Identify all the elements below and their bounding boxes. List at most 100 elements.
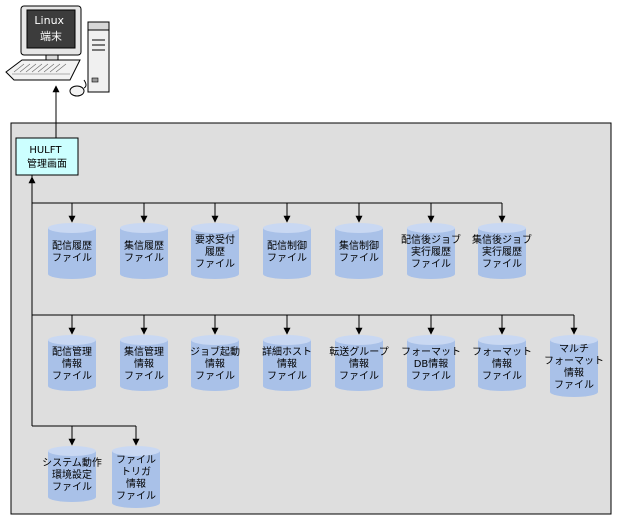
file-label-line: ファイル [52,371,92,382]
file-label-line: DB情報 [414,357,449,370]
cylinder-top [407,223,455,233]
file-cylinder: 詳細ホスト情報ファイル [262,335,312,391]
cylinder-body [407,340,455,391]
file-label-line: ファイル [116,491,156,502]
file-cylinder: ジョブ起動情報ファイル [190,335,240,391]
file-label-line: 配信制御 [267,239,307,252]
file-label: 配信履歴ファイル [52,240,92,264]
cylinder-body [263,228,311,279]
file-cylinder: 集信後ジョブ実行履歴ファイル [472,223,532,279]
cylinder-body [478,340,526,391]
file-label-line: 情報 [564,366,584,379]
file-label-line: フォーマット [472,347,532,358]
file-cylinder: マルチフォーマット情報ファイル [544,335,604,397]
hulft-label-line: 管理画面 [27,157,67,170]
file-label-line: ファイル [411,259,451,270]
cylinder-top [263,223,311,233]
cylinder-top [120,335,168,345]
cylinder-top [478,223,526,233]
file-label: 配信制御ファイル [267,239,307,264]
cylinder-top [48,223,96,233]
file-label-line: 情報 [277,357,297,370]
cylinder-body [478,228,526,279]
file-cylinder: フォーマット情報ファイル [472,335,532,391]
file-label: 集信制御ファイル [339,239,379,264]
hulft-label: HULFT 管理画面 [27,145,67,170]
file-label-line: 情報 [205,357,225,370]
file-label-line: 情報 [492,357,512,370]
file-label: 集信後ジョブ実行履歴ファイル [472,233,532,270]
file-label-line: 実行履歴 [482,245,522,258]
file-label-line: フォーマット [544,356,604,367]
cylinder-body [550,340,598,397]
cylinder-top [263,335,311,345]
file-label: 集信履歴ファイル [124,239,164,264]
file-cylinder: ファイルトリガ情報ファイル [112,446,160,508]
file-label-line: 情報 [62,357,82,370]
file-label-line: ファイル [482,259,522,270]
file-label-line: ファイル [339,253,379,264]
cylinder-body [191,340,239,391]
file-label-line: ファイル [124,371,164,382]
file-label: フォーマット情報ファイル [472,347,532,382]
linux-terminal-icon [5,5,110,97]
cylinder-body [48,340,96,391]
file-label-line: 集信管理 [124,345,164,358]
file-label-line: システム動作 [42,456,102,469]
terminal-label-line: Linux [34,14,64,27]
cylinder-top [191,223,239,233]
file-label-line: 情報 [126,477,146,490]
terminal-label-line: 端末 [40,29,62,43]
cylinder-top [191,335,239,345]
file-label: ファイルトリガ情報ファイル [116,455,156,502]
file-label-line: ファイル [195,259,235,270]
file-label-line: ジョブ起動 [190,345,240,358]
file-label: 集信管理情報ファイル [124,345,164,382]
file-label-line: 配信管理 [52,345,92,358]
file-label-line: 実行履歴 [411,245,451,258]
cylinder-body [120,228,168,279]
file-label-line: 配信後ジョブ [401,233,461,246]
file-label-line: 転送グループ [329,345,388,358]
cylinder-top [48,446,96,456]
file-label-line: ファイル [195,371,235,382]
file-cylinder: 配信履歴ファイル [48,223,96,279]
file-cylinder: 配信後ジョブ実行履歴ファイル [401,223,461,279]
file-label-line: ファイル [411,371,451,382]
cylinder-top [120,223,168,233]
cylinder-top [407,335,455,345]
file-cylinder: システム動作環境設定ファイル [42,446,102,502]
file-cylinder: 集信管理情報ファイル [120,335,168,391]
cylinder-body [263,340,311,391]
file-label-line: 集信後ジョブ [472,233,532,246]
file-label-line: 集信履歴 [124,239,164,252]
server-panel [10,122,612,515]
cylinder-top [550,335,598,345]
file-label-line: 情報 [349,357,369,370]
terminal-label: Linux 端末 [34,14,67,43]
file-label-line: トリガ [121,466,151,478]
file-label: マルチフォーマット情報ファイル [544,343,604,391]
file-label-line: ファイル [554,380,594,391]
cylinder-body [120,340,168,391]
file-label-line: ファイル [482,371,522,382]
file-label: ジョブ起動情報ファイル [190,345,240,382]
file-label-line: ファイル [52,482,92,493]
file-label-line: フォーマット [401,347,461,358]
file-label: 詳細ホスト情報ファイル [262,345,312,382]
file-label-line: ファイル [267,371,307,382]
cylinder-body [48,228,96,279]
file-label: システム動作環境設定ファイル [42,456,102,493]
file-cylinders: 配信履歴ファイル集信履歴ファイル要求受付履歴ファイル配信制御ファイル集信制御ファ… [42,203,604,508]
hulft-label-line: HULFT [29,145,62,156]
file-label-line: ファイル [267,253,307,264]
file-label-line: 詳細ホスト [262,345,312,358]
file-label: 配信管理情報ファイル [52,345,92,382]
cylinder-top [48,335,96,345]
file-label: 配信後ジョブ実行履歴ファイル [401,233,461,270]
cylinder-body [112,451,160,508]
file-label-line: ファイル [116,455,156,466]
